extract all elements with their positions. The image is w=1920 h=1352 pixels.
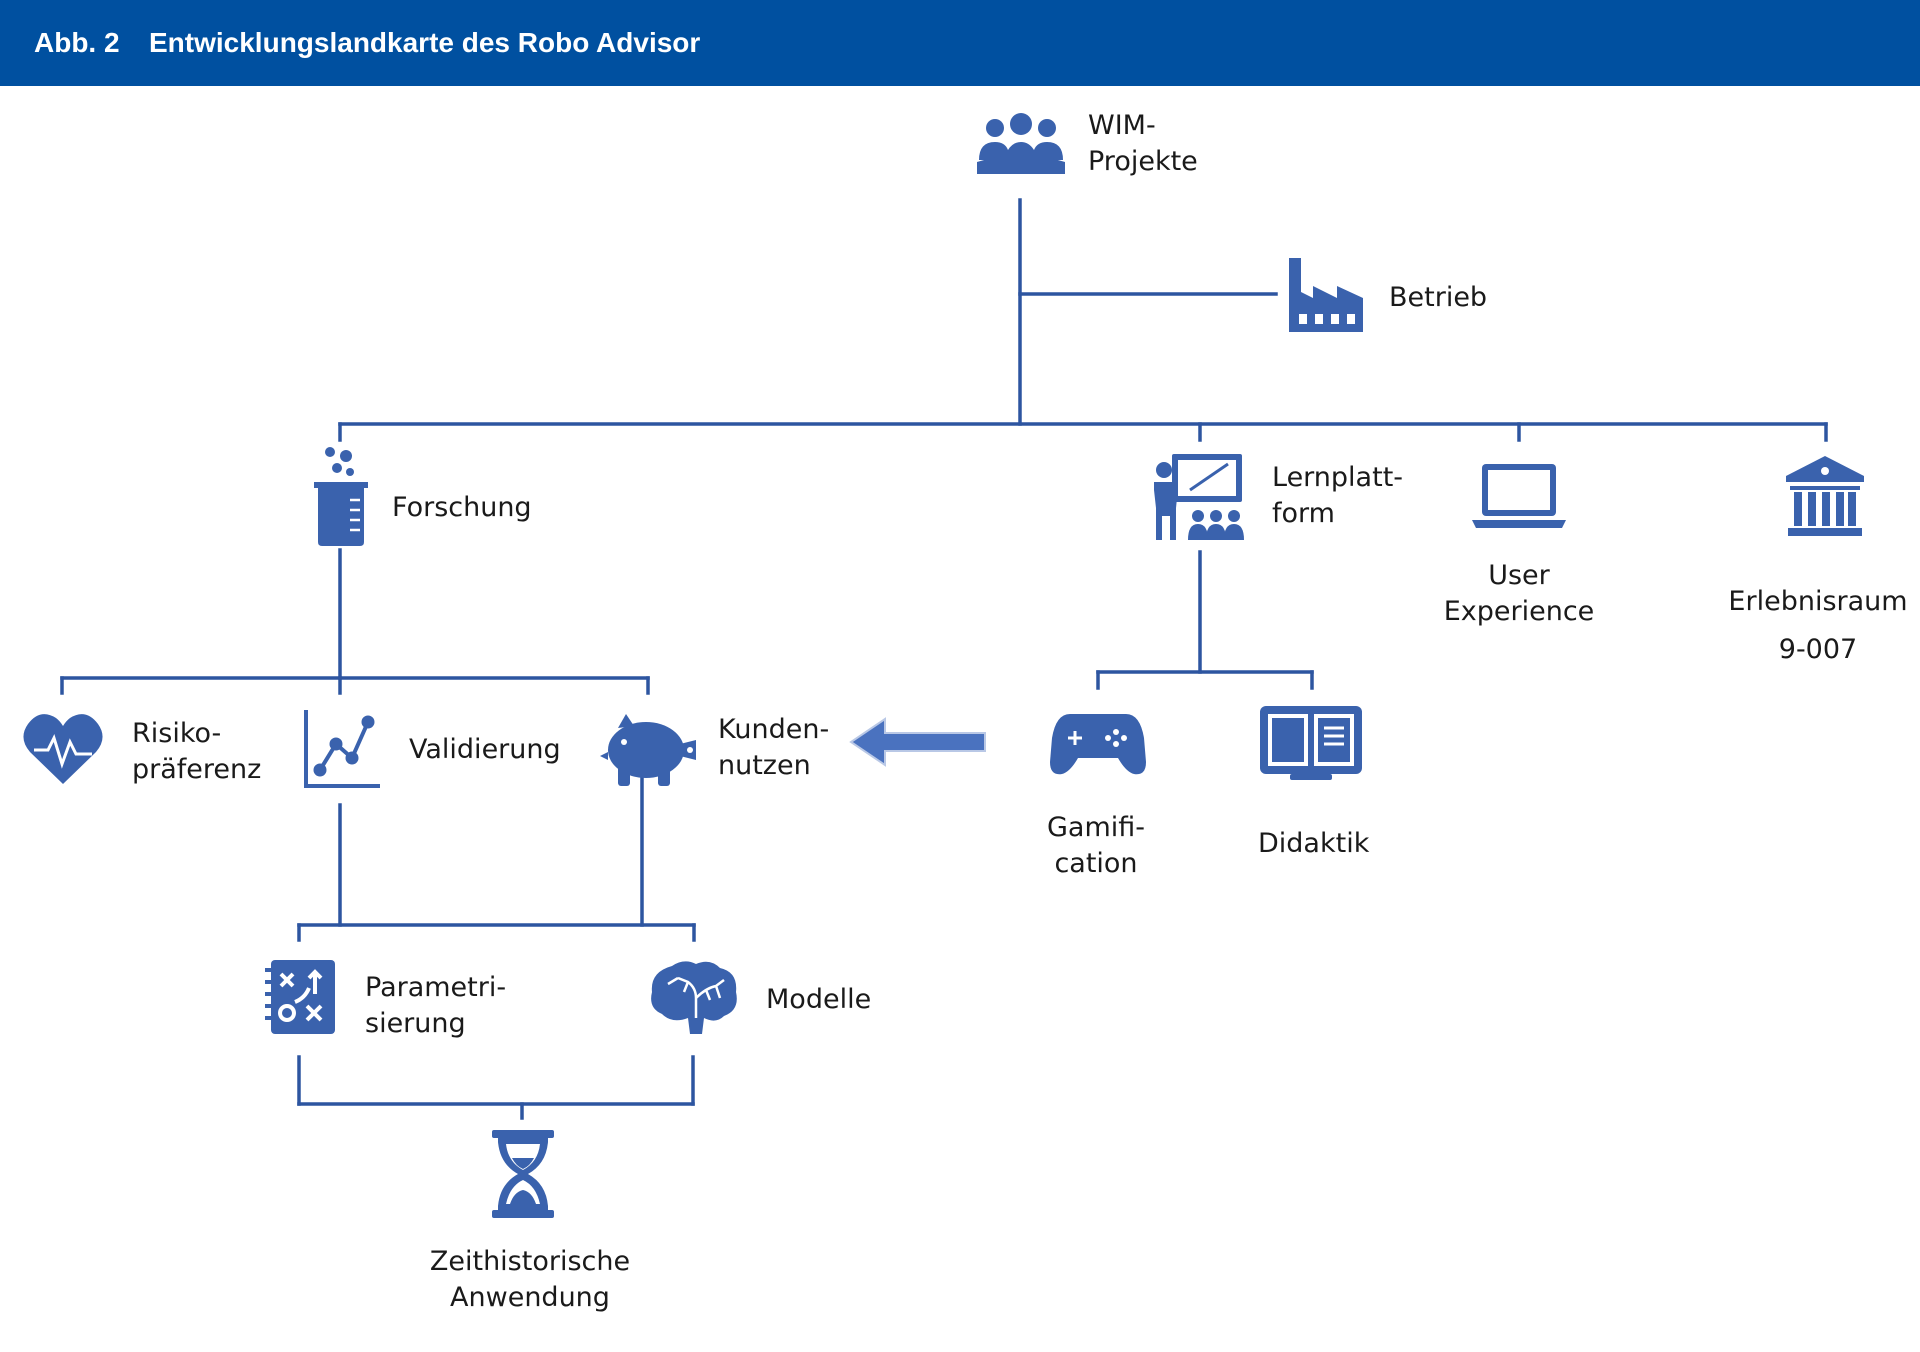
open-book-icon (1260, 706, 1362, 780)
validierung-label: Validierung (409, 734, 561, 765)
museum-building-icon (1786, 456, 1864, 536)
forschung-label: Forschung (392, 492, 532, 523)
figure-number: Abb. 2 (34, 27, 120, 58)
strategy-board-icon (265, 960, 335, 1034)
didaktik-label: Didaktik (1258, 828, 1370, 859)
figure-header: Abb. 2 Entwicklungslandkarte des Robo Ad… (0, 0, 1920, 86)
modelle-label: Modelle (766, 984, 872, 1015)
factory-icon (1289, 258, 1363, 332)
laptop-icon (1472, 464, 1566, 528)
arrow-to-kundennutzen (849, 717, 986, 767)
risikopraeferenz-label: Risiko-präferenz (132, 718, 262, 785)
lernplattform-label: Lernplatt-form (1272, 462, 1404, 529)
piggy-bank-icon (600, 714, 696, 786)
brain-icon (651, 961, 737, 1034)
figure-title: Entwicklungslandkarte des Robo Advisor (149, 27, 701, 58)
wim-projekte-label: WIM-Projekte (1088, 110, 1198, 177)
betrieb-label: Betrieb (1389, 282, 1488, 313)
parametrisierung-label: Parametri-sierung (365, 972, 507, 1039)
beaker-icon (314, 447, 368, 546)
gamification-label: Gamifi-cation (1046, 812, 1146, 879)
kundennutzen-label: Kunden-nutzen (718, 714, 830, 781)
hourglass-icon (492, 1130, 554, 1218)
presentation-teacher-icon (1154, 454, 1244, 540)
people-group-icon (977, 113, 1065, 174)
line-chart-icon (304, 710, 380, 788)
gamepad-icon (1050, 714, 1146, 775)
heart-pulse-icon (23, 714, 103, 784)
